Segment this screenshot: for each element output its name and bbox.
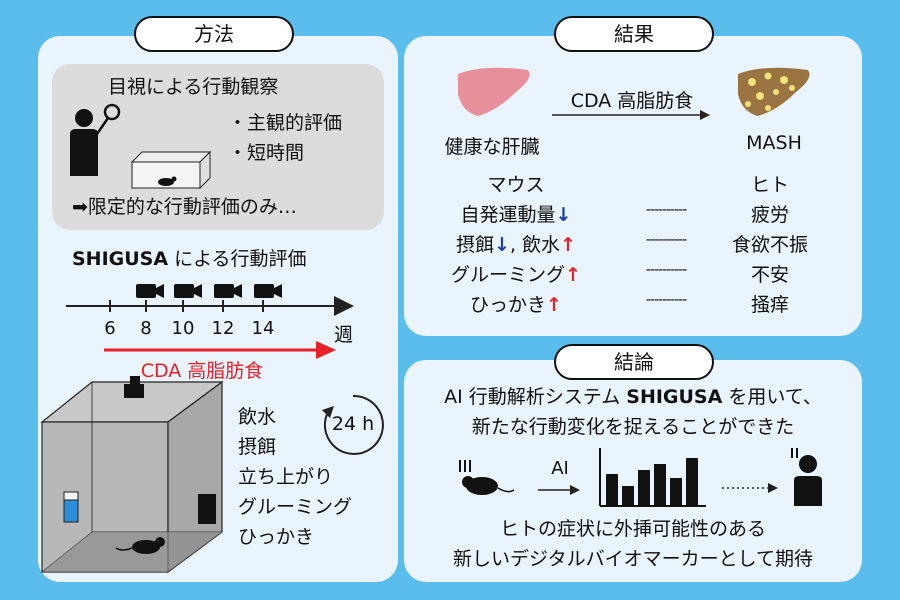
mouse-finding-row: グルーミング↑: [451, 264, 581, 286]
ai-label: AI: [551, 458, 569, 479]
mouse-in-cage-icon: [158, 178, 174, 186]
conclusion-line-2: 新たな行動変化を捉えることができた: [471, 416, 795, 438]
row-connector: ----------: [645, 202, 688, 218]
camera-icon: [174, 284, 202, 298]
methods-title: 方法: [134, 16, 294, 52]
mash-liver-icon: [738, 67, 810, 116]
shigusa-heading: SHIGUSA による行動評価: [72, 248, 307, 270]
conclusion-line-1: AI 行動解析システム SHIGUSA を用いて、: [444, 386, 822, 408]
top-camera-icon: [124, 384, 144, 398]
methods-panel: 目視による行動観察 ・主観的評価 ・短時間 ➡限定的な行動評価のみ… SHIGU…: [38, 36, 398, 582]
mouse-icon: [132, 540, 160, 554]
row-connector: ----------: [645, 232, 688, 248]
row-connector: ----------: [645, 292, 688, 308]
camera-icon: [254, 284, 282, 298]
healthy-liver-icon: [458, 67, 530, 116]
food-box-icon: [198, 494, 216, 524]
mouse-icon: [459, 460, 515, 495]
tick-label: 12: [211, 318, 235, 339]
results-diet-label: CDA 高脂肪食: [570, 90, 694, 112]
conclusion-line-4: 新しいデジタルバイオマーカーとして期待: [452, 548, 814, 570]
behavior-item: 摂餌: [238, 436, 277, 458]
bullet-short-time: ・短時間: [228, 142, 305, 164]
week-unit-label: 週: [334, 324, 354, 346]
bar-chart-icon: [599, 448, 706, 507]
results-title: 結果: [554, 16, 714, 52]
human-symptom: 不安: [750, 264, 790, 286]
dotted-arrow: [722, 483, 778, 493]
behavior-item: 飲水: [238, 406, 277, 428]
mouse-finding-row: 自発運動量↓: [460, 204, 572, 226]
conclusion-panel: AI 行動解析システム SHIGUSA を用いて、 新たな行動変化を捉えることが…: [404, 360, 862, 582]
conclusion-title: 結論: [554, 344, 714, 380]
cage-icon: [130, 150, 212, 190]
results-diet-arrow: [552, 110, 710, 120]
human-symptom: 食欲不振: [731, 234, 809, 256]
mouse-finding-row: ひっかき↑: [470, 294, 562, 316]
mouse-header: マウス: [487, 174, 545, 196]
large-cage-icon: [40, 376, 224, 574]
mash-label: MASH: [746, 132, 802, 154]
results-panel: CDA 高脂肪食 健康な肝臓 MASH マウス ヒト 自発運動量↓ 摂餌↓, 飲…: [404, 36, 862, 336]
tick-label: 6: [104, 318, 116, 339]
human-symptom: 掻痒: [750, 294, 790, 316]
mouse-finding-row: 摂餌↓, 飲水↑: [456, 234, 576, 256]
human-symptom: 疲労: [750, 204, 790, 226]
ai-arrow: [538, 485, 580, 495]
visual-observation-box: 目視による行動観察 ・主観的評価 ・短時間 ➡限定的な行動評価のみ…: [52, 64, 384, 230]
visual-observation-heading: 目視による行動観察: [108, 76, 279, 98]
bullet-subjective: ・主観的評価: [228, 112, 343, 134]
behavior-item: グルーミング: [238, 496, 353, 518]
tick-label: 14: [251, 318, 275, 339]
behavior-item: ひっかき: [238, 526, 315, 548]
behavior-item: 立ち上がり: [238, 466, 334, 488]
diet-arrow: [104, 341, 336, 359]
cycle-label: 24 h: [331, 413, 375, 435]
conclusion-line-3: ヒトの症状に外挿可能性のある: [499, 518, 767, 540]
human-header: ヒト: [750, 174, 790, 196]
person-icon: [791, 448, 822, 506]
camera-icon: [214, 284, 242, 298]
visual-observation-conclusion: ➡限定的な行動評価のみ…: [72, 196, 297, 218]
row-connector: ----------: [645, 262, 688, 278]
cycle-arrow-icon: [322, 394, 384, 455]
tick-label: 8: [140, 318, 152, 339]
healthy-liver-label: 健康な肝臓: [444, 136, 540, 158]
timeline-axis: [66, 296, 354, 316]
diet-label: CDA 高脂肪食: [140, 360, 264, 382]
water-bottle-icon: [63, 499, 79, 523]
observer-icon: [70, 103, 121, 176]
tick-label: 10: [171, 318, 195, 339]
camera-icon: [136, 284, 164, 298]
